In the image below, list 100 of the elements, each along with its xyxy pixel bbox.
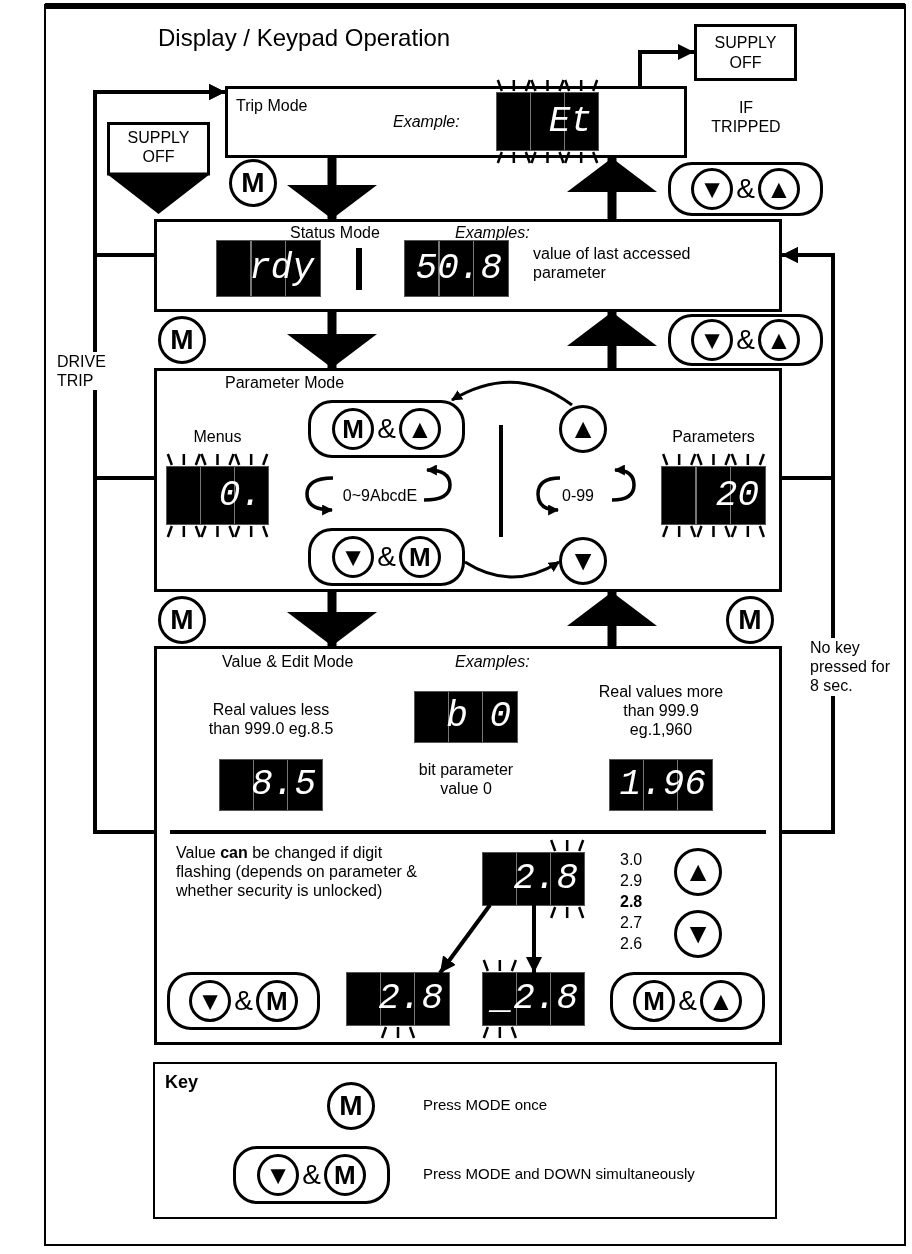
key-button: ▼ — [691, 168, 734, 210]
arrow — [526, 905, 542, 973]
key-combination — [233, 1146, 390, 1204]
mode-title: Value & Edit Mode — [222, 652, 355, 672]
key-button: ▲ — [757, 168, 800, 210]
display-readout: 0. — [218, 477, 263, 514]
display-readout: 8.5 — [251, 767, 317, 803]
key-description: Press MODE once — [423, 1096, 549, 1114]
key-button: M — [633, 980, 676, 1022]
diagram-title: Display / Keypad Operation — [158, 24, 451, 53]
key-button: M — [158, 596, 206, 644]
arrow — [464, 560, 560, 579]
chevron-arrow — [567, 158, 657, 219]
key-button: ▲ — [757, 319, 800, 361]
key-button: ▼ — [257, 1154, 300, 1196]
ampersand-sign: & — [302, 1161, 321, 1189]
key-combination — [167, 972, 320, 1030]
key-button: M — [726, 596, 774, 644]
led-display — [415, 692, 517, 742]
description-text: value of last accessed parameter — [533, 244, 692, 283]
arrow — [451, 380, 573, 407]
ampersand-sign: & — [234, 987, 253, 1015]
display-caption: Parameters — [671, 427, 756, 447]
mode-panel — [154, 646, 782, 1045]
note-text: Value can be changed if digit flashing (depends on parameter & whether security is unlocked) — [176, 843, 419, 901]
key-button: M — [255, 980, 298, 1022]
key-button: ▲ — [559, 405, 607, 453]
arrow — [638, 44, 694, 86]
ampersand-sign: & — [377, 415, 396, 443]
chevron-arrow — [287, 312, 377, 368]
display-caption: bit parameter value 0 — [417, 760, 515, 799]
key-combination — [668, 162, 823, 216]
led-display — [347, 973, 449, 1025]
mode-title: Trip Mode — [236, 96, 309, 116]
led-display — [483, 973, 584, 1025]
display-caption: Real values more than 999.9 eg.1,960 — [598, 682, 724, 740]
key-button: ▲ — [699, 980, 742, 1022]
display-readout: 2.8 — [513, 861, 579, 897]
key-description: Press MODE and DOWN simultaneously — [423, 1165, 696, 1183]
key-button: ▼ — [559, 537, 607, 585]
supply-off-box: SUPPLY OFF — [694, 24, 797, 81]
key-button: ▲ — [398, 408, 441, 450]
led-display — [610, 760, 712, 810]
ampersand-sign: & — [377, 543, 396, 571]
value-list-item: 2.9 — [620, 871, 644, 891]
led-display — [662, 467, 765, 524]
display-readout: Et — [548, 103, 593, 140]
mode-panel — [154, 368, 782, 592]
pointer-text: SUPPLY OFF — [126, 128, 191, 167]
display-readout: 1.96 — [619, 767, 707, 803]
led-display — [167, 467, 268, 524]
key-combination — [610, 972, 765, 1030]
supply-off-pointer — [107, 122, 210, 214]
display-readout: rdy — [249, 250, 316, 287]
key-panel — [153, 1062, 777, 1219]
value-list-item: 3.0 — [620, 850, 644, 870]
ampersand-sign: & — [736, 326, 755, 354]
chevron-arrow — [567, 312, 657, 368]
led-display — [220, 760, 322, 810]
key-button: ▼ — [189, 980, 232, 1022]
arrow — [438, 903, 492, 975]
key-button: M — [323, 1154, 366, 1196]
key-button: M — [229, 159, 277, 207]
condition-label: IF TRIPPED — [710, 98, 782, 137]
led-display — [217, 241, 320, 296]
key-button: M — [398, 536, 441, 578]
key-combination — [668, 314, 823, 366]
key-button: M — [327, 1082, 375, 1130]
arrow — [782, 247, 835, 834]
chevron-arrow — [287, 592, 377, 646]
range-label: 0~9AbcdE — [341, 486, 419, 506]
key-heading: Key — [165, 1072, 200, 1094]
display-readout: b 0 — [446, 699, 512, 735]
key-button: ▼ — [674, 910, 722, 958]
range-label: 0-99 — [561, 486, 595, 506]
example-caption: Example: — [393, 112, 461, 132]
display-readout: 20 — [715, 477, 760, 514]
led-display — [483, 853, 584, 905]
value-list-item: 2.6 — [620, 934, 644, 954]
ampersand-sign: & — [678, 987, 697, 1015]
key-combination — [308, 528, 465, 586]
value-list-item: 2.8 — [620, 892, 644, 912]
mode-panel — [225, 86, 687, 158]
example-caption: Examples: — [455, 223, 531, 243]
display-readout: _2.8 — [491, 981, 579, 1017]
display-readout: 2.8 — [378, 981, 444, 1017]
mode-title: Status Mode — [290, 223, 381, 243]
display-caption: Menus — [192, 427, 243, 447]
display-readout: 50.8 — [415, 250, 503, 287]
key-combination — [308, 400, 465, 458]
key-button: M — [158, 316, 206, 364]
mode-panel — [154, 219, 782, 312]
key-button: ▼ — [332, 536, 375, 578]
value-list-item: 2.7 — [620, 913, 644, 933]
mode-title: Parameter Mode — [225, 373, 346, 393]
chevron-arrow — [287, 158, 377, 219]
key-button: M — [332, 408, 375, 450]
led-display — [405, 241, 508, 296]
key-button: ▲ — [674, 848, 722, 896]
led-display — [497, 93, 598, 150]
